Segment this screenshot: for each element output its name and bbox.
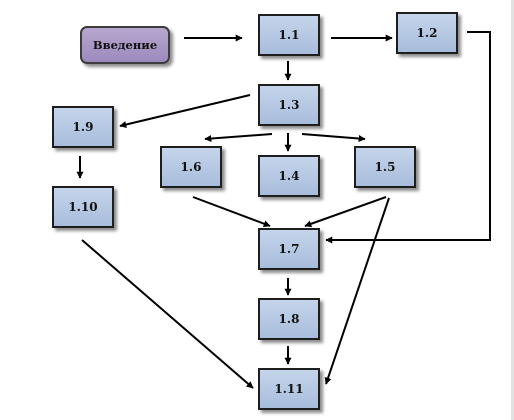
node-1-11-label: 1.11 [274, 382, 304, 396]
node-1-3-label: 1.3 [278, 98, 300, 112]
edge-1-3-1-9 [119, 94, 251, 128]
node-1-3: 1.3 [258, 84, 320, 126]
node-1-5: 1.5 [354, 146, 416, 188]
node-1-8-label: 1.8 [278, 312, 300, 326]
node-1-4: 1.4 [258, 155, 320, 197]
node-1-4-label: 1.4 [278, 169, 300, 183]
page-edge-divider [511, 0, 514, 420]
edge-1-2-1-7 [325, 31, 491, 244]
node-intro: Введение [80, 26, 170, 64]
node-intro-label: Введение [92, 38, 158, 52]
edge-1-10-1-11 [81, 239, 254, 389]
node-1-2-label: 1.2 [416, 26, 438, 40]
node-1-10: 1.10 [52, 186, 114, 228]
node-1-10-label: 1.10 [68, 200, 98, 214]
node-1-5-label: 1.5 [374, 160, 396, 174]
edge-1-5-1-7 [304, 196, 387, 228]
node-1-8: 1.8 [258, 298, 320, 340]
node-1-6: 1.6 [160, 146, 222, 188]
node-1-9: 1.9 [52, 106, 114, 148]
node-1-1-label: 1.1 [278, 28, 300, 42]
node-1-9-label: 1.9 [72, 120, 94, 134]
node-1-7: 1.7 [258, 228, 320, 270]
node-1-2: 1.2 [396, 12, 458, 54]
node-1-1: 1.1 [258, 14, 320, 56]
node-1-6-label: 1.6 [180, 160, 202, 174]
edge-1-3-1-5 [301, 133, 366, 142]
node-1-7-label: 1.7 [278, 242, 300, 256]
edge-1-6-1-7 [192, 196, 271, 228]
node-1-11: 1.11 [258, 368, 320, 410]
edge-1-5-1-11 [324, 197, 390, 385]
edge-1-3-1-6 [204, 133, 273, 143]
